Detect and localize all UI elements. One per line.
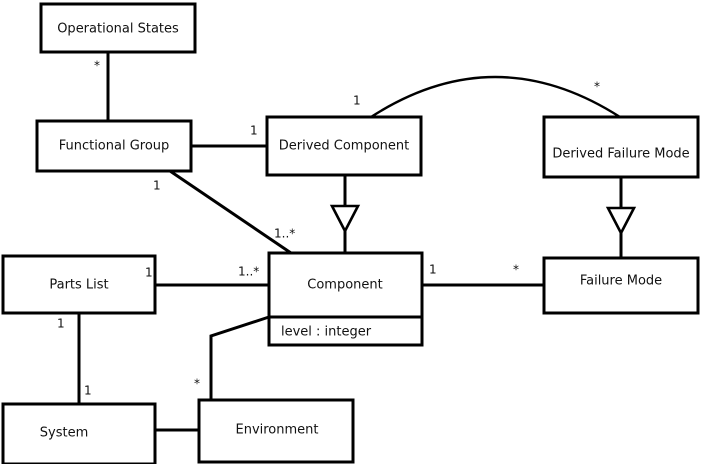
multiplicity-derived-component-curve: 1 — [353, 94, 361, 108]
class-box-failure-mode[interactable]: Failure Mode — [542, 256, 700, 315]
class-attribute-component-level: level : integer — [281, 325, 372, 340]
class-rect-failure-mode — [542, 256, 700, 315]
class-box-operational-states[interactable]: Operational States — [39, 2, 197, 54]
association-functional-group-component — [169, 169, 292, 255]
class-box-parts-list[interactable]: Parts List — [1, 254, 157, 315]
multiplicity-functional-group-component-near: 1 — [153, 179, 161, 193]
class-box-derived-component[interactable]: Derived Component — [265, 115, 423, 177]
multiplicity-parts-list-system-bottom: 1 — [84, 384, 92, 398]
class-rect-operational-states — [39, 2, 197, 54]
class-rect-functional-group — [35, 119, 193, 173]
class-rect-parts-list — [1, 254, 157, 315]
class-name-operational-states: Operational States — [57, 22, 179, 37]
multiplicity-parts-list-system-top: 1 — [57, 317, 65, 331]
class-name-system: System — [40, 426, 88, 441]
class-rect-derived-component — [265, 115, 423, 177]
multiplicity-component-failure-mode-near: 1 — [429, 263, 437, 277]
association-derived-component-derived-failure-mode — [370, 75, 621, 119]
class-box-functional-group[interactable]: Functional Group — [35, 119, 193, 173]
association-component-environment — [209, 315, 270, 400]
class-name-component: Component — [307, 278, 382, 293]
class-name-derived-failure-mode: Derived Failure Mode — [552, 147, 689, 162]
multiplicity-parts-list-component-near: 1 — [145, 266, 153, 280]
class-rect-environment — [197, 398, 355, 464]
class-rect-component — [267, 251, 424, 319]
class-name-failure-mode: Failure Mode — [580, 274, 662, 289]
class-rect-derived-failure-mode — [542, 115, 700, 179]
class-attributes-compartment-component — [267, 315, 424, 347]
multiplicity-component-environment: * — [194, 377, 200, 391]
generalization-triangle-derived-failure-mode-failure-mode — [605, 206, 637, 236]
multiplicity-functional-group-derived-component: 1 — [250, 124, 258, 138]
multiplicity-functional-group-component-far: 1..* — [274, 227, 295, 241]
class-box-derived-failure-mode[interactable]: Derived Failure Mode — [542, 115, 700, 179]
class-name-functional-group: Functional Group — [59, 139, 170, 154]
multiplicity-component-failure-mode-far: * — [513, 263, 519, 277]
class-rect-system — [1, 402, 157, 464]
class-box-component[interactable]: Component level : integer — [267, 251, 424, 347]
class-name-parts-list: Parts List — [49, 278, 108, 293]
generalization-triangle-derived-component-component — [329, 204, 361, 234]
class-name-derived-component: Derived Component — [279, 139, 410, 154]
multiplicity-parts-list-component-far: 1..* — [238, 265, 259, 279]
multiplicity-derived-failure-mode-curve: * — [594, 80, 600, 94]
class-box-environment[interactable]: Environment — [197, 398, 355, 464]
multiplicity-operational-states: * — [94, 59, 100, 73]
class-box-system[interactable]: System — [1, 402, 157, 464]
class-name-environment: Environment — [235, 423, 318, 438]
